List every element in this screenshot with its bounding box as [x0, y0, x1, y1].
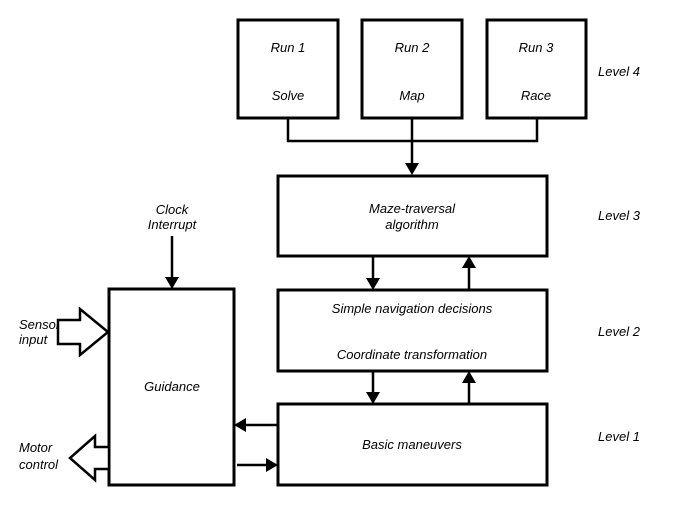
motor-control-arrow [68, 433, 111, 483]
motor-label-line2: control [19, 457, 59, 472]
basic-maneuvers-text: Basic maneuvers [362, 437, 462, 452]
guidance-text: Guidance [144, 379, 200, 394]
sensor-input-arrow [56, 306, 110, 358]
maneuvers-to-guidance-arrowhead [234, 418, 246, 432]
run3-title: Run 3 [519, 40, 554, 55]
run3-box [485, 18, 588, 120]
motor-label-line1: Motor [19, 440, 53, 455]
maze-traversal-box [276, 174, 549, 258]
sensor-label-line2: input [19, 332, 49, 347]
guidance-to-maneuvers-arrowhead [266, 458, 278, 472]
run1-title: Run 1 [271, 40, 306, 55]
maze-traversal-line2: algorithm [385, 217, 439, 232]
nav-to-maneuvers-arrowhead [366, 392, 380, 404]
basic-maneuvers-box [276, 402, 549, 487]
level1-label: Level 1 [598, 429, 640, 444]
level4-label: Level 4 [598, 64, 640, 79]
level2-label: Level 2 [598, 324, 641, 339]
run2-subtitle: Map [399, 88, 424, 103]
maneuvers-to-nav-arrowhead [462, 371, 476, 383]
level3-label: Level 3 [598, 208, 641, 223]
clock-label-line1: Clock [156, 202, 190, 217]
run2-title: Run 2 [395, 40, 430, 55]
runs-to-maze-arrowhead [405, 163, 419, 175]
coordinate-transformation-text: Coordinate transformation [337, 347, 487, 362]
run2-box [360, 18, 464, 120]
maze-to-nav-arrowhead [366, 278, 380, 290]
navigation-box [276, 288, 549, 373]
run3-subtitle: Race [521, 88, 551, 103]
clock-interrupt-arrowhead [165, 277, 179, 289]
navigation-decisions-text: Simple navigation decisions [332, 301, 493, 316]
sensor-label-line1: Sensor [19, 317, 61, 332]
run1-subtitle: Solve [272, 88, 305, 103]
maze-traversal-line1: Maze-traversal [369, 201, 456, 216]
nav-to-maze-arrowhead [462, 256, 476, 268]
run1-box [236, 18, 340, 120]
guidance-box [107, 287, 236, 487]
clock-label-line2: Interrupt [148, 217, 198, 232]
